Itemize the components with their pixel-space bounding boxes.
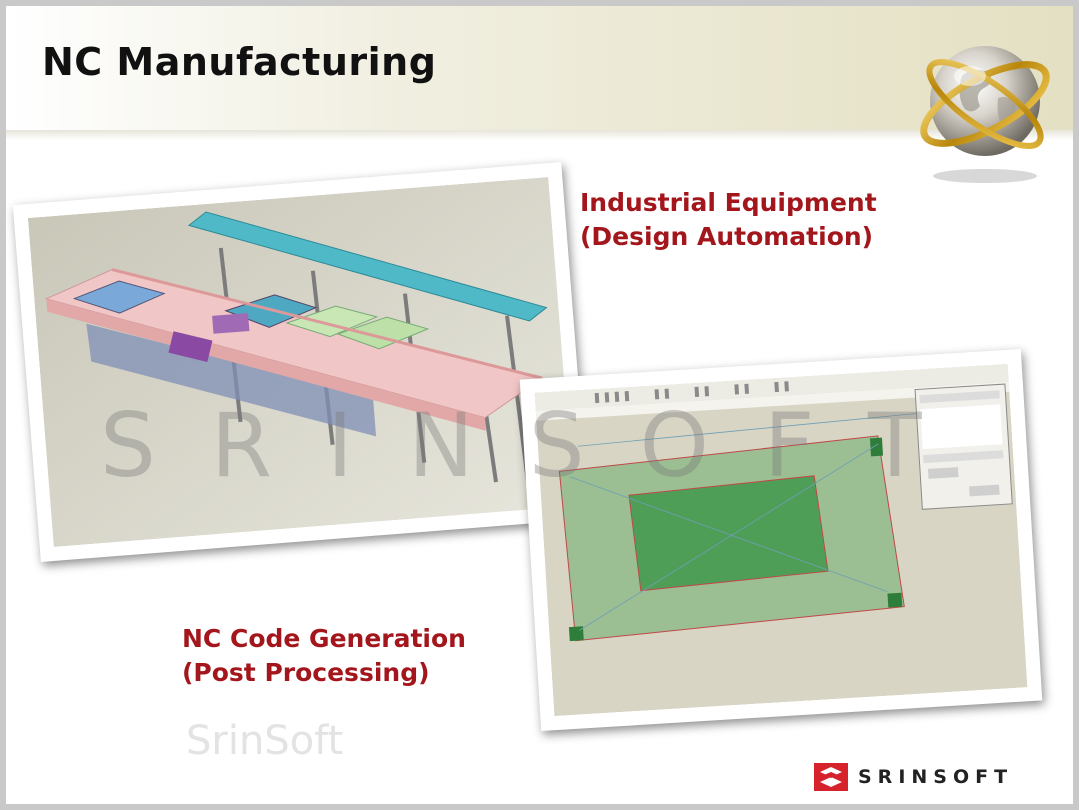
header-shadow xyxy=(6,130,1073,140)
srinsoft-logo-icon xyxy=(814,763,848,791)
industrial-equipment-photo xyxy=(12,161,590,563)
industrial-equipment-heading: Industrial Equipment (Design Automation) xyxy=(580,186,877,254)
srinsoft-logo-text: SRINSOFT xyxy=(858,766,1014,788)
srinsoft-logo: SRINSOFT xyxy=(814,763,1054,793)
nc-code-heading: NC Code Generation (Post Processing) xyxy=(182,622,466,690)
nc-heading-line2: (Post Processing) xyxy=(182,658,430,687)
industrial-heading-line1: Industrial Equipment xyxy=(580,188,877,217)
nc-code-generation-photo xyxy=(519,349,1043,731)
nc-heading-line1: NC Code Generation xyxy=(182,624,466,653)
industrial-heading-line2: (Design Automation) xyxy=(580,222,874,251)
header-band xyxy=(6,6,1073,130)
globe-icon xyxy=(910,36,1060,186)
slide: NC Manufacturing xyxy=(6,6,1073,804)
srinsoft-soft-watermark: SrinSoft xyxy=(186,718,344,764)
page-title: NC Manufacturing xyxy=(42,40,437,84)
